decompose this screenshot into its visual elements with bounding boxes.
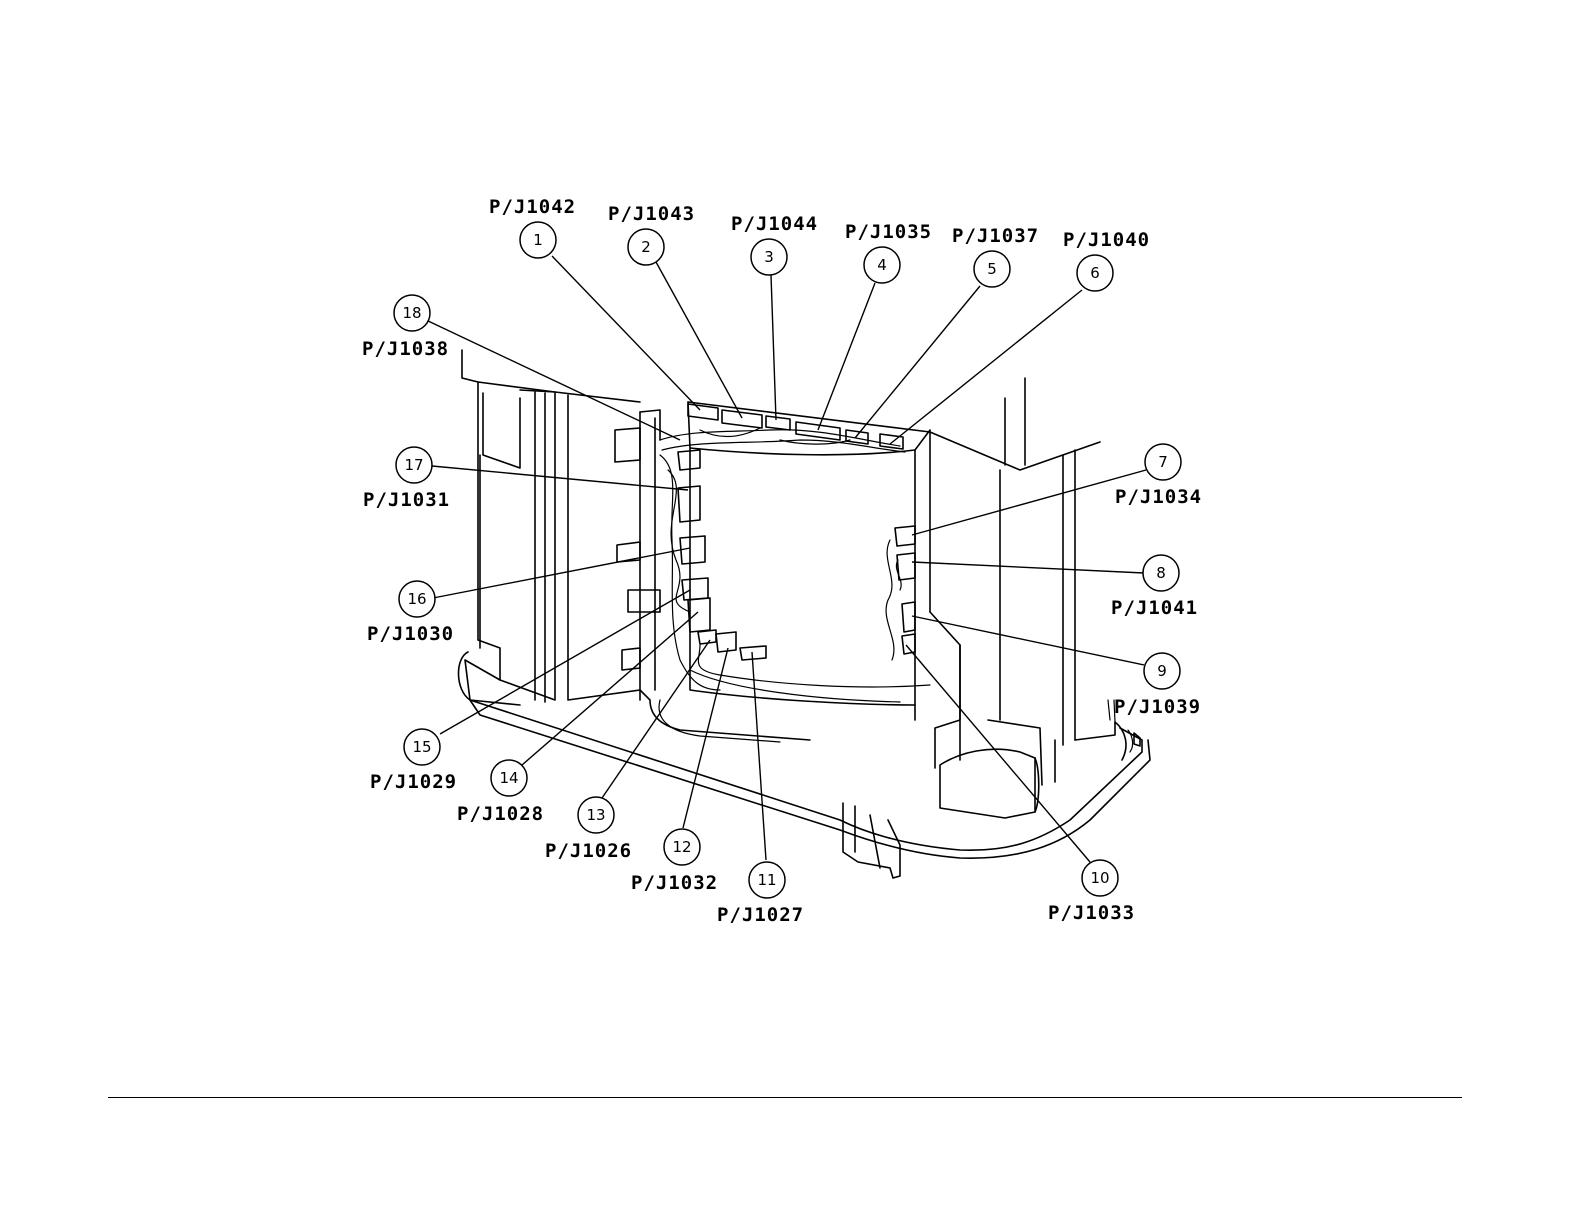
connector-label: P/J1038 xyxy=(362,338,449,360)
callout-16: 16 P/J1030 xyxy=(367,581,454,645)
connector-label: P/J1032 xyxy=(631,872,718,894)
leader-8 xyxy=(912,562,1144,573)
callout-number: 1 xyxy=(533,231,543,249)
callout-number: 14 xyxy=(499,769,518,787)
leader-9 xyxy=(912,616,1144,665)
footer-divider xyxy=(108,1097,1462,1098)
callout-4: 4 P/J1035 xyxy=(845,221,932,283)
leader-18 xyxy=(426,320,680,440)
callout-11: 11 P/J1027 xyxy=(717,862,804,926)
callout-13: 13 P/J1026 xyxy=(545,797,632,862)
callout-number: 13 xyxy=(586,806,605,824)
callout-12: 12 P/J1032 xyxy=(631,829,718,894)
leader-11 xyxy=(752,652,766,860)
connector-label: P/J1027 xyxy=(717,904,804,926)
connector-label: P/J1043 xyxy=(608,203,695,225)
leader-6 xyxy=(890,290,1082,444)
connector-label: P/J1039 xyxy=(1114,696,1201,718)
callout-10: 10 P/J1033 xyxy=(1048,860,1135,924)
connector-label: P/J1041 xyxy=(1111,597,1198,619)
callout-number: 2 xyxy=(641,238,651,256)
leader-1 xyxy=(552,256,700,410)
callout-14: 14 P/J1028 xyxy=(457,760,544,825)
connector-label: P/J1037 xyxy=(952,225,1039,247)
callout-17: 17 P/J1031 xyxy=(363,447,450,511)
callout-15: 15 P/J1029 xyxy=(370,729,457,793)
callout-7: 7 P/J1034 xyxy=(1115,444,1202,508)
machine-drawing xyxy=(458,350,1150,878)
callout-9: 9 P/J1039 xyxy=(1114,653,1201,718)
connector-label: P/J1033 xyxy=(1048,902,1135,924)
callout-number: 18 xyxy=(402,304,421,322)
callout-number: 11 xyxy=(757,871,776,889)
callout-3: 3 P/J1044 xyxy=(731,213,818,275)
callout-6: 6 P/J1040 xyxy=(1063,229,1150,291)
callout-number: 10 xyxy=(1090,869,1109,887)
callout-number: 7 xyxy=(1158,453,1168,471)
callout-8: 8 P/J1041 xyxy=(1111,555,1198,619)
connector-label: P/J1035 xyxy=(845,221,932,243)
leader-7 xyxy=(912,470,1146,535)
leader-5 xyxy=(855,286,980,438)
callout-number: 15 xyxy=(412,738,431,756)
connector-label: P/J1028 xyxy=(457,803,544,825)
callout-number: 17 xyxy=(404,456,423,474)
callout-18: 18 P/J1038 xyxy=(362,295,449,360)
leader-2 xyxy=(656,262,742,418)
callout-number: 8 xyxy=(1156,564,1166,582)
connector-label: P/J1042 xyxy=(489,196,576,218)
connector-label: P/J1044 xyxy=(731,213,818,235)
connector-label: P/J1034 xyxy=(1115,486,1202,508)
callout-number: 12 xyxy=(672,838,691,856)
connector-label: P/J1030 xyxy=(367,623,454,645)
callout-2: 2 P/J1043 xyxy=(608,203,695,265)
callout-5: 5 P/J1037 xyxy=(952,225,1039,287)
leader-14 xyxy=(522,612,698,765)
connector-label: P/J1026 xyxy=(545,840,632,862)
callout-number: 16 xyxy=(407,590,426,608)
callout-1: 1 P/J1042 xyxy=(489,196,576,258)
callout-number: 6 xyxy=(1090,264,1100,282)
callout-number: 9 xyxy=(1157,662,1167,680)
leader-13 xyxy=(602,640,710,798)
leader-17 xyxy=(432,466,688,490)
connector-label: P/J1029 xyxy=(370,771,457,793)
connector-label: P/J1031 xyxy=(363,489,450,511)
callout-number: 4 xyxy=(877,256,887,274)
connector-label: P/J1040 xyxy=(1063,229,1150,251)
callout-number: 5 xyxy=(987,260,997,278)
leader-3 xyxy=(771,275,776,420)
callout-number: 3 xyxy=(764,248,774,266)
leader-4 xyxy=(818,283,875,430)
